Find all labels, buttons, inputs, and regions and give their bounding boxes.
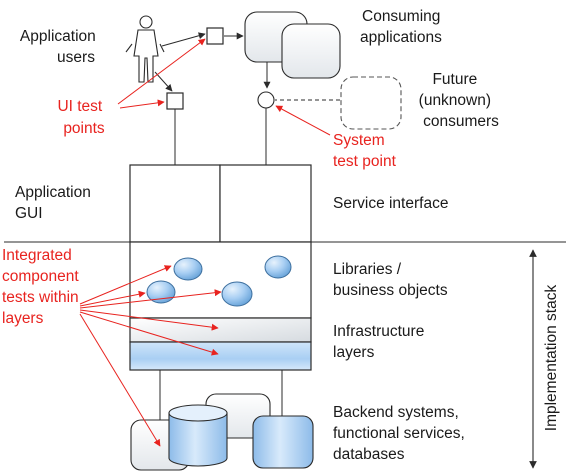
label-system-test-point: System test point: [333, 132, 397, 170]
test-arrow-5: [79, 311, 219, 356]
label-integrated-tests: Integrated component tests within layers: [2, 247, 83, 327]
application-gui-box: [129, 164, 221, 243]
label-application-gui: Application GUI: [15, 184, 95, 222]
libraries-layer-box: [129, 241, 312, 319]
label-infrastructure: Infrastructure layers: [333, 323, 429, 361]
business-object-1: [173, 257, 203, 281]
business-object-4: [221, 281, 253, 307]
label-consuming-applications: Consuming applications: [360, 8, 445, 46]
business-object-3: [146, 280, 176, 304]
system-test-point: [257, 91, 275, 109]
business-object-2: [264, 255, 292, 279]
consuming-app-front: [281, 23, 341, 79]
ui-test-arrow-lower: [119, 99, 165, 109]
infrastructure-layer-top: [129, 317, 312, 343]
database-icon: [168, 404, 228, 467]
test-arrow-4: [79, 309, 219, 331]
user-figure-icon: [125, 15, 165, 83]
label-service-interface: Service interface: [333, 195, 448, 212]
label-libraries: Libraries / business objects: [333, 261, 448, 299]
label-application-users: Application users: [20, 28, 100, 66]
backend-service-right: [252, 415, 314, 469]
label-future-consumers: Future (unknown) consumers: [419, 71, 499, 130]
ui-test-point-lower: [166, 92, 184, 110]
user-to-gui-point-arrow: [154, 71, 173, 92]
infrastructure-layer-bottom: [129, 341, 312, 371]
integrated-test-arrows: [79, 265, 222, 447]
test-arrow-6: [79, 313, 161, 447]
label-backend: Backend systems, functional services, da…: [333, 404, 469, 463]
ui-test-arrow-upper: [117, 38, 206, 105]
future-consumer-box: [340, 76, 402, 130]
system-test-arrow: [275, 105, 331, 136]
label-ui-test-points: UI test points: [57, 98, 106, 137]
service-interface-box: [219, 164, 312, 243]
label-implementation-stack: Implementation stack: [543, 285, 560, 432]
test-arrow-2: [79, 290, 146, 307]
ui-test-point-upper: [206, 27, 224, 45]
test-arrow-1: [79, 265, 172, 305]
test-arrow-3: [79, 289, 222, 309]
user-to-ui-point-arrow: [161, 32, 206, 47]
